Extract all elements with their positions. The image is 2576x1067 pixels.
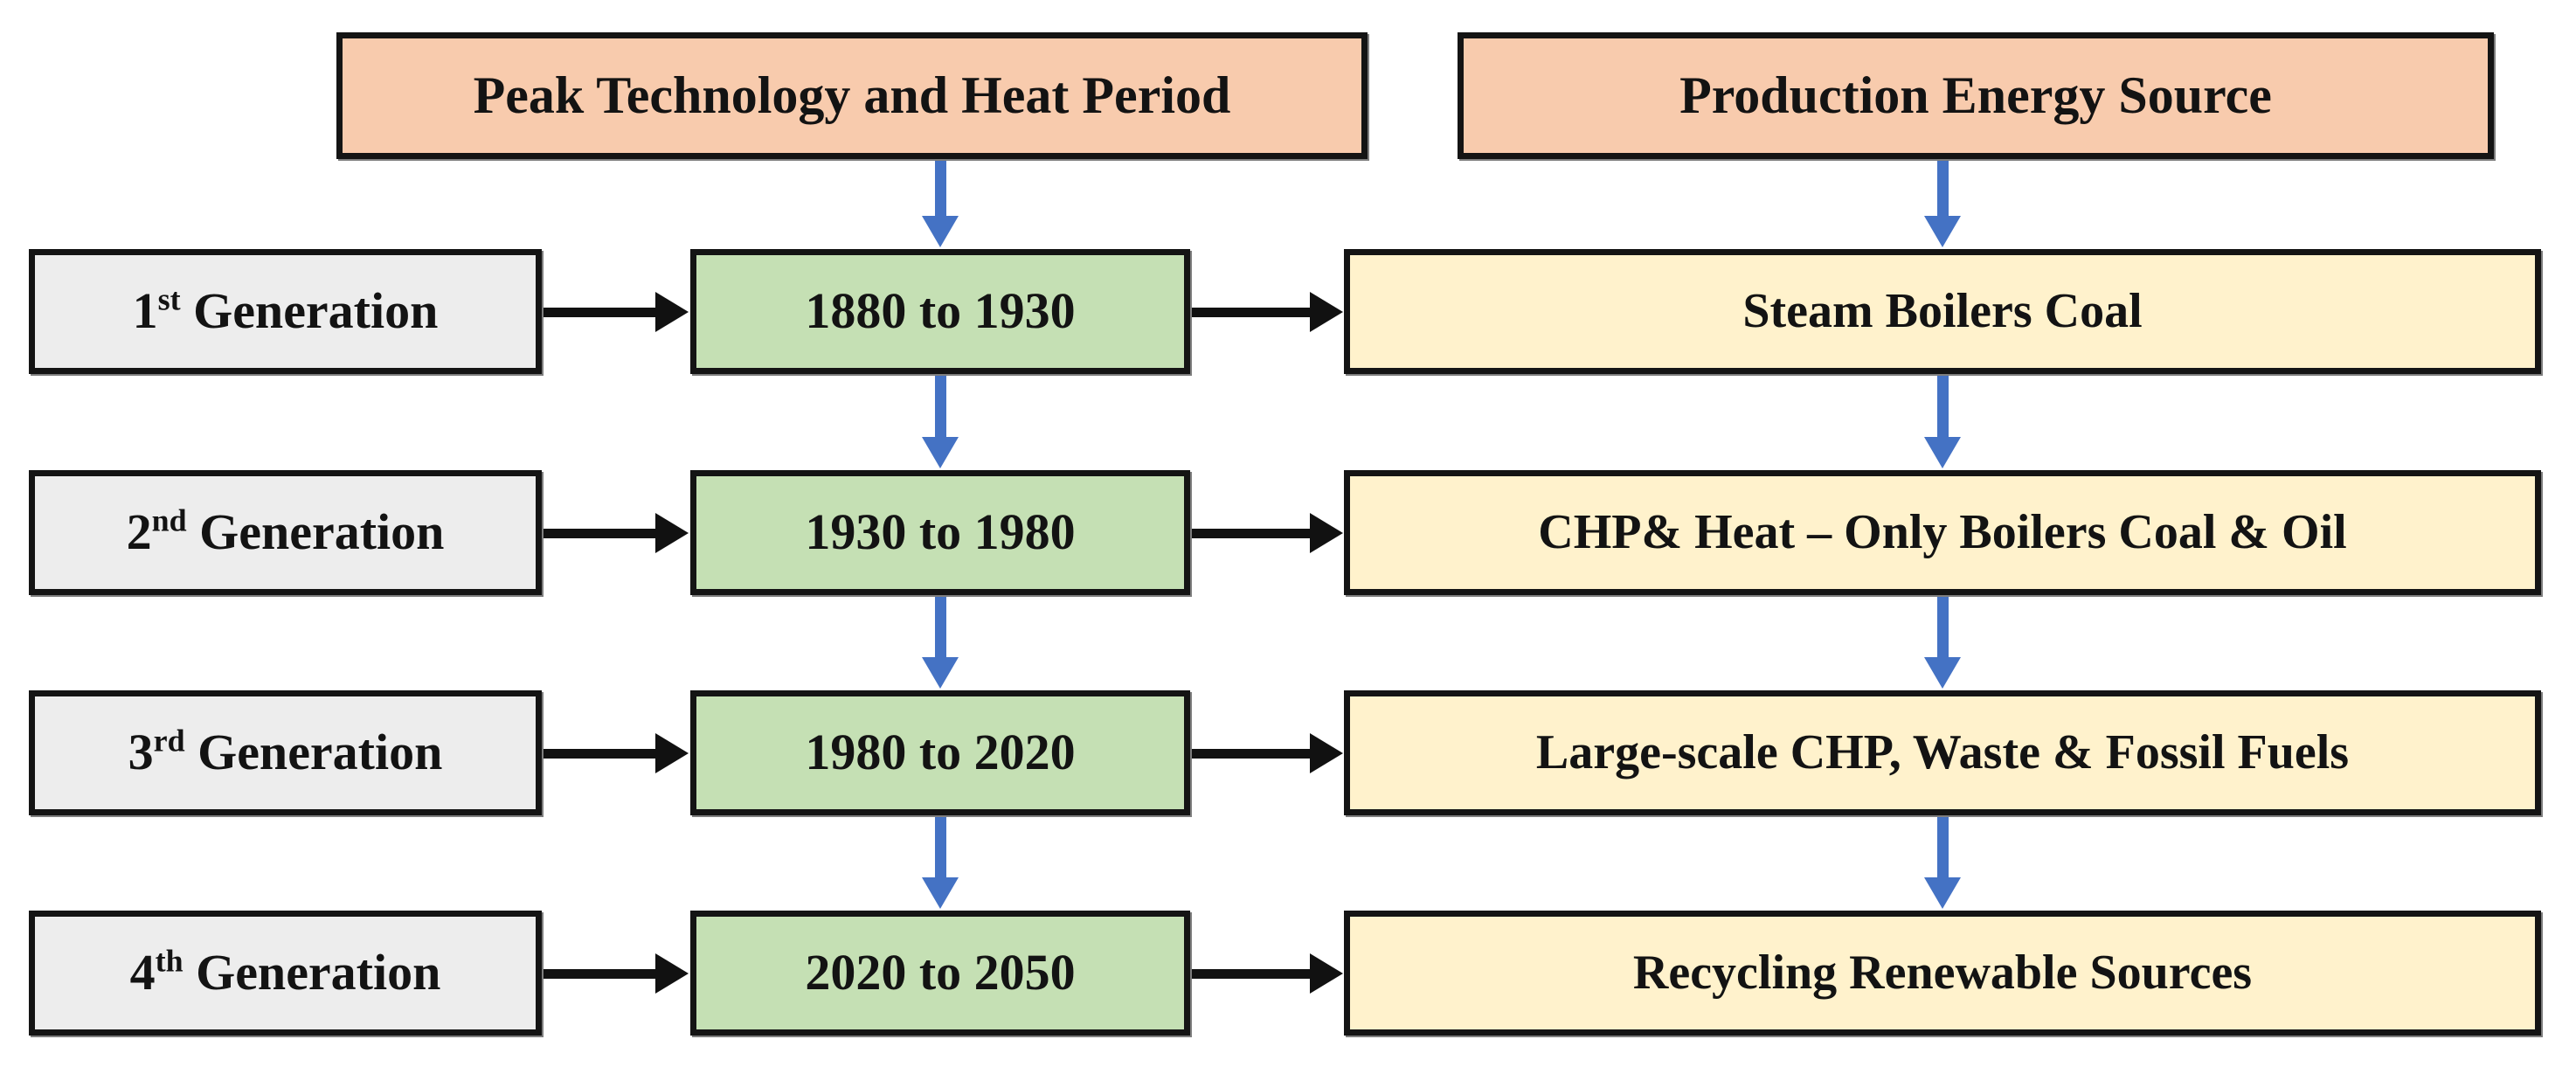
arrow-source2-to-source3 bbox=[1924, 597, 1961, 689]
source-2-box: CHP& Heat – Only Boilers Coal & Oil bbox=[1344, 470, 2541, 595]
arrow-shaft bbox=[544, 307, 655, 317]
arrow-shaft bbox=[1192, 307, 1310, 317]
arrow-head-icon bbox=[1310, 513, 1343, 553]
arrow-down-icon bbox=[1924, 877, 1961, 909]
generation-2-ordinal-suffix: nd bbox=[151, 502, 187, 538]
arrow-period3-to-period4 bbox=[922, 817, 959, 909]
period-1-label: 1880 to 1930 bbox=[805, 282, 1076, 340]
arrow-period3-to-source3 bbox=[1192, 733, 1343, 773]
arrow-down-icon bbox=[922, 877, 959, 909]
arrow-head-icon bbox=[1310, 953, 1343, 994]
arrow-shaft bbox=[1936, 817, 1949, 877]
source-2-label: CHP& Heat – Only Boilers Coal & Oil bbox=[1538, 505, 2347, 560]
arrow-header1-to-period1 bbox=[922, 161, 959, 247]
arrow-generation1-to-period1 bbox=[544, 292, 689, 332]
arrow-head-icon bbox=[655, 733, 689, 773]
arrow-shaft bbox=[1936, 376, 1949, 437]
period-2-label: 1930 to 1980 bbox=[805, 503, 1076, 561]
arrow-shaft bbox=[934, 817, 946, 877]
arrow-down-icon bbox=[922, 216, 959, 247]
generation-2-box: 2nd Generation bbox=[29, 470, 542, 595]
arrow-header2-to-source1 bbox=[1924, 161, 1961, 247]
header-peak-technology-and-heat-period: Peak Technology and Heat Period bbox=[336, 32, 1368, 159]
arrow-head-icon bbox=[655, 513, 689, 553]
source-3-box: Large-scale CHP, Waste & Fossil Fuels bbox=[1344, 690, 2541, 815]
arrow-shaft bbox=[934, 161, 946, 216]
arrow-shaft bbox=[1936, 161, 1949, 216]
source-1-box: Steam Boilers Coal bbox=[1344, 249, 2541, 374]
generation-4-word: Generation bbox=[196, 944, 441, 1001]
arrow-down-icon bbox=[922, 437, 959, 468]
generation-4-box: 4th Generation bbox=[29, 911, 542, 1036]
arrow-period1-to-source1 bbox=[1192, 292, 1343, 332]
generation-1-box: 1st Generation bbox=[29, 249, 542, 374]
header-production-energy-label: Production Energy Source bbox=[1679, 66, 2272, 124]
header-peak-technology-label: Peak Technology and Heat Period bbox=[473, 66, 1231, 124]
arrow-shaft bbox=[544, 748, 655, 759]
arrow-down-icon bbox=[922, 657, 959, 689]
period-4-label: 2020 to 2050 bbox=[805, 944, 1076, 1001]
period-3-label: 1980 to 2020 bbox=[805, 724, 1076, 781]
arrow-head-icon bbox=[1310, 292, 1343, 332]
generation-3-ordinal: 3 bbox=[128, 724, 154, 781]
generation-1-word: Generation bbox=[193, 282, 439, 340]
arrow-shaft bbox=[1192, 528, 1310, 538]
generation-1-label: 1st Generation bbox=[132, 281, 439, 340]
source-3-label: Large-scale CHP, Waste & Fossil Fuels bbox=[1535, 725, 2350, 780]
source-1-label: Steam Boilers Coal bbox=[1742, 284, 2143, 339]
source-4-box: Recycling Renewable Sources bbox=[1344, 911, 2541, 1036]
arrow-shaft bbox=[1192, 968, 1310, 979]
generation-2-ordinal: 2 bbox=[126, 503, 152, 561]
arrow-shaft bbox=[1192, 748, 1310, 759]
arrow-generation2-to-period2 bbox=[544, 513, 689, 553]
arrow-period1-to-period2 bbox=[922, 376, 959, 468]
generation-1-ordinal: 1 bbox=[132, 282, 158, 340]
arrow-shaft bbox=[1936, 597, 1949, 657]
arrow-period4-to-source4 bbox=[1192, 953, 1343, 994]
generation-2-label: 2nd Generation bbox=[126, 502, 445, 561]
arrow-head-icon bbox=[655, 292, 689, 332]
arrow-generation4-to-period4 bbox=[544, 953, 689, 994]
period-1-box: 1880 to 1930 bbox=[690, 249, 1190, 374]
generation-3-word: Generation bbox=[197, 724, 443, 781]
arrow-down-icon bbox=[1924, 437, 1961, 468]
arrow-period2-to-source2 bbox=[1192, 513, 1343, 553]
period-4-box: 2020 to 2050 bbox=[690, 911, 1190, 1036]
arrow-down-icon bbox=[1924, 657, 1961, 689]
header-production-energy-source: Production Energy Source bbox=[1458, 32, 2494, 159]
arrow-shaft bbox=[934, 376, 946, 437]
arrow-shaft bbox=[934, 597, 946, 657]
generation-3-label: 3rd Generation bbox=[128, 723, 443, 781]
generation-3-box: 3rd Generation bbox=[29, 690, 542, 815]
period-2-box: 1930 to 1980 bbox=[690, 470, 1190, 595]
period-3-box: 1980 to 2020 bbox=[690, 690, 1190, 815]
generation-4-label: 4th Generation bbox=[130, 946, 441, 1000]
arrow-generation3-to-period3 bbox=[544, 733, 689, 773]
generation-3-ordinal-suffix: rd bbox=[153, 723, 185, 759]
arrow-source3-to-source4 bbox=[1924, 817, 1961, 909]
generation-4-ordinal: 4 bbox=[129, 944, 156, 1001]
generation-1-ordinal-suffix: st bbox=[157, 281, 181, 317]
source-4-label: Recycling Renewable Sources bbox=[1632, 946, 2253, 1001]
arrow-shaft bbox=[544, 528, 655, 538]
arrow-period2-to-period3 bbox=[922, 597, 959, 689]
arrow-down-icon bbox=[1924, 216, 1961, 247]
arrow-shaft bbox=[544, 968, 655, 979]
arrow-head-icon bbox=[1310, 733, 1343, 773]
generation-2-word: Generation bbox=[199, 503, 445, 561]
arrow-source1-to-source2 bbox=[1924, 376, 1961, 468]
generation-4-ordinal-suffix: th bbox=[155, 943, 184, 979]
arrow-head-icon bbox=[655, 953, 689, 994]
